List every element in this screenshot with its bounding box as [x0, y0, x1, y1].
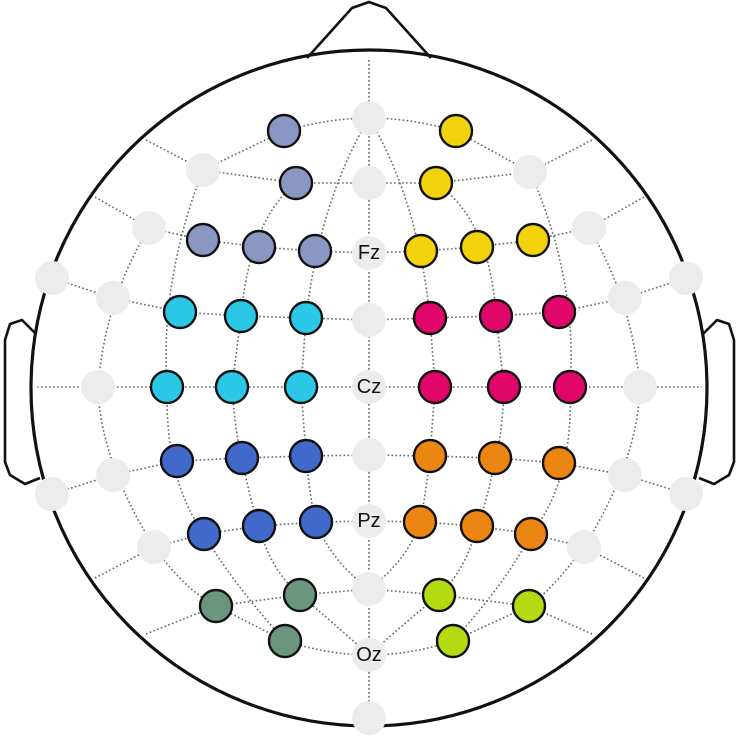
electrode-left-parietal: [288, 438, 324, 474]
electrode-right-parietal: [477, 440, 513, 476]
inactive-electrode: [352, 701, 386, 735]
electrode-label-fz: Fz: [358, 242, 380, 264]
inactive-electrode: [35, 261, 69, 295]
electrode-right-central: [552, 369, 588, 405]
inactive-electrode: [352, 572, 386, 606]
electrode-right-occipital: [435, 623, 471, 659]
inactive-electrode: [623, 370, 657, 404]
electrode-left-parietal: [298, 504, 334, 540]
inactive-electrode: [669, 477, 703, 511]
electrode-left-parietal: [186, 516, 222, 552]
active-electrodes: [149, 113, 588, 659]
inactive-electrode: [352, 236, 386, 270]
inactive-electrode: [35, 477, 69, 511]
electrode-right-parietal: [541, 445, 577, 481]
electrode-label-cz: Cz: [357, 376, 381, 398]
inactive-electrode: [186, 153, 220, 187]
inactive-electrode: [608, 458, 642, 492]
electrode-left-central: [283, 369, 319, 405]
electrode-right-occipital: [421, 577, 457, 613]
inactive-electrode: [352, 638, 386, 672]
inactive-electrode: [137, 530, 171, 564]
electrode-right-central: [478, 298, 514, 334]
electrode-left-frontal: [297, 233, 333, 269]
electrode-left-frontal: [185, 222, 221, 258]
electrode-right-parietal: [513, 516, 549, 552]
electrode-left-central: [149, 369, 185, 405]
inactive-electrode: [352, 504, 386, 538]
inactive-electrode: [572, 211, 606, 245]
electrode-right-frontal: [459, 229, 495, 265]
inactive-electrode: [513, 155, 547, 189]
inactive-electrode: [352, 166, 386, 200]
inactive-electrode: [567, 530, 601, 564]
electrode-label-pz: Pz: [357, 510, 380, 532]
inactive-electrode: [352, 101, 386, 135]
inactive-electrode: [352, 370, 386, 404]
electrode-right-frontal: [438, 113, 474, 149]
electrode-right-central: [412, 300, 448, 336]
electrode-left-parietal: [224, 440, 260, 476]
electrode-left-occipital: [282, 577, 318, 613]
electrode-left-parietal: [159, 443, 195, 479]
inactive-electrode: [96, 458, 130, 492]
inactive-electrode: [669, 261, 703, 295]
electrode-left-central: [162, 294, 198, 330]
electrode-right-frontal: [515, 222, 551, 258]
nose-icon: [306, 0, 432, 59]
inactive-electrode: [96, 281, 130, 315]
electrode-label-oz: Oz: [356, 644, 382, 666]
electrode-left-frontal: [241, 229, 277, 265]
inactive-electrode: [608, 281, 642, 315]
electrode-left-central: [223, 298, 259, 334]
electrode-left-central: [214, 369, 250, 405]
electrode-left-frontal: [278, 165, 314, 201]
inactive-electrodes: [35, 101, 703, 735]
electrode-right-frontal: [403, 233, 439, 269]
electrode-right-parietal: [412, 438, 448, 474]
electrode-left-occipital: [198, 588, 234, 624]
right-ear-icon: [698, 318, 736, 486]
electrode-right-frontal: [418, 165, 454, 201]
electrode-left-occipital: [267, 623, 303, 659]
electrode-left-central: [288, 300, 324, 336]
inactive-electrode: [81, 370, 115, 404]
electrode-right-central: [486, 369, 522, 405]
electrode-right-central: [541, 294, 577, 330]
inactive-electrode: [352, 303, 386, 337]
electrode-left-parietal: [241, 508, 277, 544]
electrode-right-parietal: [402, 504, 438, 540]
inactive-electrode: [132, 211, 166, 245]
electrode-right-central: [417, 369, 453, 405]
inactive-electrode: [352, 438, 386, 472]
electrode-right-occipital: [511, 588, 547, 624]
electrode-left-frontal: [266, 113, 302, 149]
electrode-right-parietal: [459, 508, 495, 544]
